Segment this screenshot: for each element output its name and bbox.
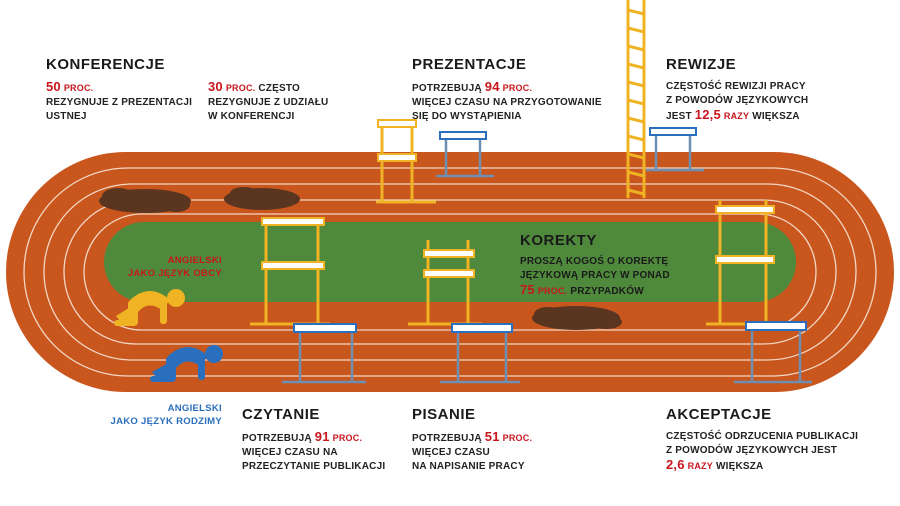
section-body: CZĘSTOŚĆ ODRZUCENIA PUBLIKACJI Z POWODÓW… bbox=[666, 431, 859, 472]
lane-label-foreign: ANGIELSKI JAKO JĘZYK OBCY bbox=[127, 255, 222, 279]
section-body: PROSZĄ KOGOŚ O KOREKTĘ JĘZYKOWĄ PRACY W … bbox=[520, 256, 670, 297]
section-pisanie: PISANIE POTRZEBUJĄ 51 PROC. WIĘCEJ CZASU… bbox=[412, 406, 532, 474]
section-title: KONFERENCJE bbox=[46, 56, 165, 73]
section-akceptacje: AKCEPTACJE CZĘSTOŚĆ ODRZUCENIA PUBLIKACJ… bbox=[666, 406, 858, 474]
hurdle-blue bbox=[734, 321, 812, 384]
mud-puddle bbox=[99, 188, 191, 213]
section-czytanie: CZYTANIE POTRZEBUJĄ 91 PROC. WIĘCEJ CZAS… bbox=[242, 406, 385, 474]
runner-yellow-figure bbox=[114, 289, 185, 326]
section-rewizje: REWIZJE CZĘSTOŚĆ REWIZJI PRACY Z POWODÓW… bbox=[666, 56, 808, 124]
lane-lines bbox=[23, 167, 877, 377]
section-title: PREZENTACJE bbox=[412, 56, 527, 73]
section-body: CZĘSTOŚĆ REWIZJI PRACY Z POWODÓW JĘZYKOW… bbox=[666, 81, 809, 122]
hurdle-blue bbox=[282, 323, 366, 384]
section-title: KOREKTY bbox=[520, 232, 597, 249]
stat-konferencje-b: 30 PROC. CZĘSTO REZYGNUJE Z UDZIAŁU W KO… bbox=[208, 79, 329, 123]
section-title: PISANIE bbox=[412, 406, 476, 423]
hurdle-blue bbox=[646, 127, 704, 172]
section-prezentacje: PREZENTACJE POTRZEBUJĄ 94 PROC. WIĘCEJ C… bbox=[412, 56, 602, 124]
section-body: POTRZEBUJĄ 51 PROC. WIĘCEJ CZASU NA NAPI… bbox=[412, 429, 533, 473]
runner-blue-figure bbox=[150, 345, 223, 382]
section-korekty: KOREKTY PROSZĄ KOGOŚ O KOREKTĘ JĘZYKOWĄ … bbox=[520, 232, 670, 299]
mud-puddle bbox=[532, 306, 622, 330]
hurdle-blue bbox=[436, 131, 494, 178]
section-body: POTRZEBUJĄ 94 PROC. WIĘCEJ CZASU NA PRZY… bbox=[412, 79, 602, 123]
infield bbox=[104, 222, 796, 302]
lane-label-native: ANGIELSKI JAKO JĘZYK RODZIMY bbox=[110, 403, 222, 427]
hurdle-blue bbox=[440, 323, 520, 384]
section-konferencje: KONFERENCJE bbox=[46, 56, 165, 80]
stat-konferencje-a: 50 PROC. REZYGNUJE Z PREZENTACJI USTNEJ bbox=[46, 79, 193, 123]
section-title: CZYTANIE bbox=[242, 406, 320, 423]
mud-puddle bbox=[224, 187, 300, 210]
section-title: AKCEPTACJE bbox=[666, 406, 772, 423]
section-body: POTRZEBUJĄ 91 PROC. WIĘCEJ CZASU NA PRZE… bbox=[242, 429, 386, 473]
hurdle-yellow bbox=[376, 119, 436, 204]
section-title: REWIZJE bbox=[666, 56, 737, 73]
tall-hurdle-stack bbox=[626, 0, 646, 198]
